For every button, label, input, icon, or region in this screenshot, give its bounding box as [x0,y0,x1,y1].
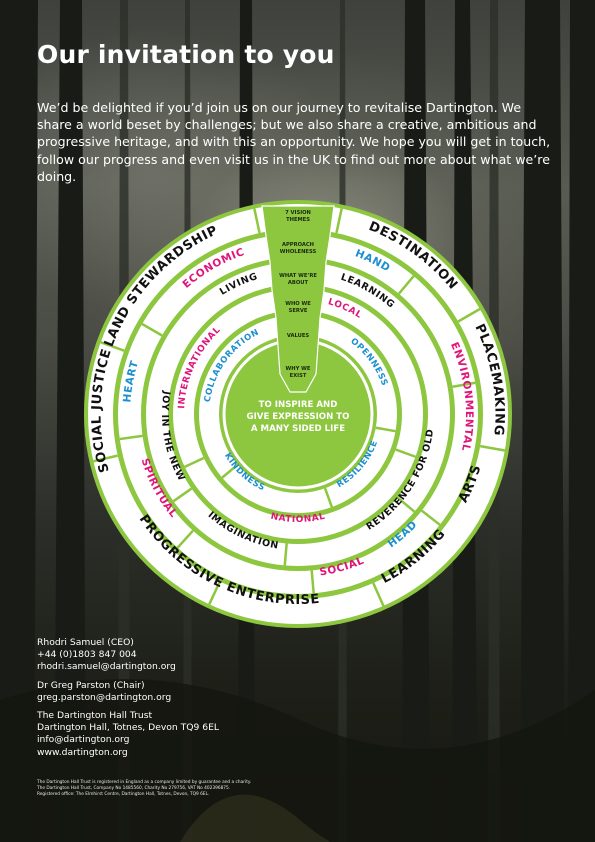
contact-line[interactable]: rhodri.samuel@dartington.org [37,661,176,673]
contact-line: Dartington Hall, Totnes, Devon TQ9 6EL [37,722,220,734]
contact-line: Rhodri Samuel (CEO) [37,637,134,648]
contact-line[interactable]: info@dartington.org [37,734,130,746]
wheel-divider [375,426,396,433]
stem-label: VALUES [287,333,310,339]
wheel-stem-shape [261,205,335,393]
center-text-line: TO INSPIRE AND [259,400,338,410]
wheel-divider [176,529,194,549]
contact-line: Dr Greg Parston (Chair) [37,679,145,691]
wheel-divider [396,496,416,513]
intro-paragraph: We’d be delighted if you’d join us on ou… [37,100,551,184]
contact-line[interactable]: www.dartington.org [37,746,128,758]
wheel-divider [395,448,416,458]
wheel-divider [310,570,315,594]
wheel-divider [335,208,343,234]
wheel-divider [119,434,143,441]
audience-label: NATIONAL [270,512,327,525]
contact-line: +44 (0)1803 847 004 [37,649,137,661]
center-text-line: A MANY SIDED LIFE [251,424,345,434]
wheel-divider [479,444,506,452]
legal-line: Registered office: The Elmhirst Centre, … [37,792,210,797]
legal-notice: The Dartington Hall Trust is registered … [37,780,251,798]
wheel-rings [84,200,512,628]
contact-block: Dr Greg Parston (Chair)greg.parston@dart… [37,680,219,704]
wheel-divider [93,454,119,463]
wheel-divider [283,543,288,566]
page-title: Our invitation to you [37,40,335,69]
wheel-divider [141,322,163,337]
contact-line: The Dartington Hall Trust [37,710,153,722]
wheel-divider [452,381,476,388]
contact-line[interactable]: greg.parston@dartington.org [37,691,172,703]
wheel-divider [184,456,205,468]
wheel-divider [208,581,221,605]
wheel-divider [397,275,415,295]
wheel-divider [372,582,385,607]
wheel-divider [253,208,261,234]
wheel-divider [457,307,481,323]
wheel-divider [323,487,334,508]
wheel-divider [420,509,441,526]
wheel-divider [100,341,125,352]
legal-line: The Dartington Hall Trust, Company No 14… [37,786,231,791]
wheel-divider [221,463,239,479]
legal-line: The Dartington Hall Trust is registered … [37,780,252,785]
center-text-line: GIVE EXPRESSION TO [247,412,350,422]
wheel-divider [172,487,193,503]
